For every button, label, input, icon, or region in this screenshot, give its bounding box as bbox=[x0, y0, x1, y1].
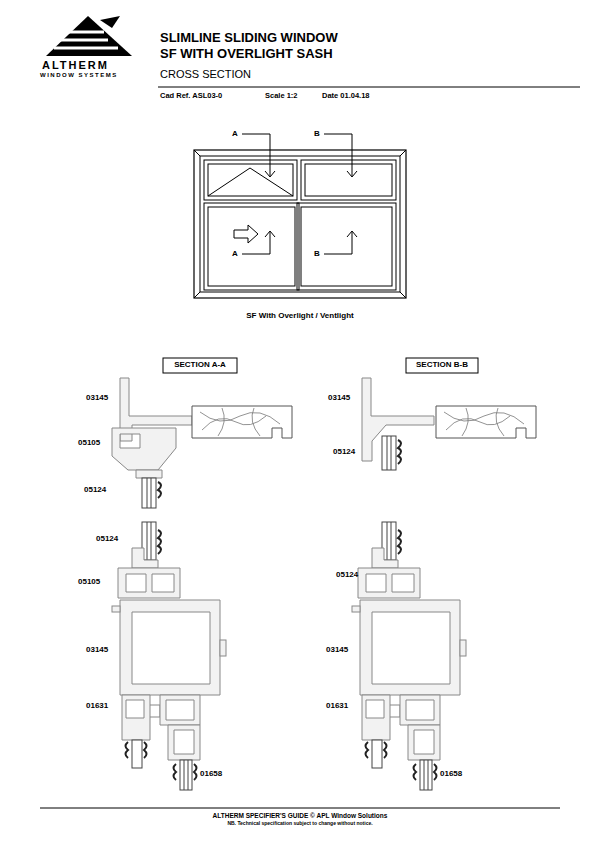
section-mark: B bbox=[314, 129, 320, 138]
callout-number: 05124 bbox=[96, 534, 118, 543]
section-b-top bbox=[362, 378, 536, 470]
callout-number: 03145 bbox=[86, 645, 108, 654]
caption: SF With Overlight / Ventlight bbox=[246, 311, 353, 320]
title: SLIMLINE SLIDING WINDOW bbox=[160, 31, 338, 46]
callout-number: 01631 bbox=[86, 701, 108, 710]
callout-number: 05105 bbox=[78, 438, 100, 447]
section-a-bottom bbox=[112, 522, 226, 790]
section-a-top bbox=[112, 378, 292, 508]
logo bbox=[46, 16, 132, 56]
subtitle: SF WITH OVERLIGHT SASH bbox=[160, 47, 333, 62]
callout-number: 03145 bbox=[328, 393, 350, 402]
subtitle: CROSS SECTION bbox=[160, 68, 251, 81]
footer-note: NB. Technical specification subject to c… bbox=[227, 821, 372, 827]
callout-number: 03145 bbox=[326, 645, 348, 654]
callout-number: 01658 bbox=[200, 769, 222, 778]
ref: Scale 1:2 bbox=[265, 92, 298, 101]
footer: ALTHERM SPECIFIER'S GUIDE © APL Window S… bbox=[213, 812, 388, 819]
ref: Cad Ref. ASL03-0 bbox=[160, 92, 222, 101]
callout-number: 01658 bbox=[440, 769, 462, 778]
ref: Date 01.04.18 bbox=[322, 92, 370, 101]
section-mark: A bbox=[232, 249, 238, 258]
callout-number: 05105 bbox=[78, 577, 100, 586]
section-heading: SECTION A-A bbox=[174, 360, 226, 369]
callout-number: 05124 bbox=[84, 485, 106, 494]
section-mark: B bbox=[314, 249, 320, 258]
logo-word: ALTHERM bbox=[42, 59, 109, 72]
section-b-bottom bbox=[352, 522, 466, 790]
elevation bbox=[194, 134, 406, 298]
callout-number: 05124 bbox=[336, 570, 358, 579]
logo-sub: WINDOW SYSTEMS bbox=[40, 72, 118, 79]
callout-number: 03145 bbox=[86, 393, 108, 402]
section-mark: A bbox=[232, 129, 238, 138]
callout-number: 01631 bbox=[326, 701, 348, 710]
section-heading: SECTION B-B bbox=[416, 360, 468, 369]
callout-number: 05124 bbox=[333, 447, 355, 456]
